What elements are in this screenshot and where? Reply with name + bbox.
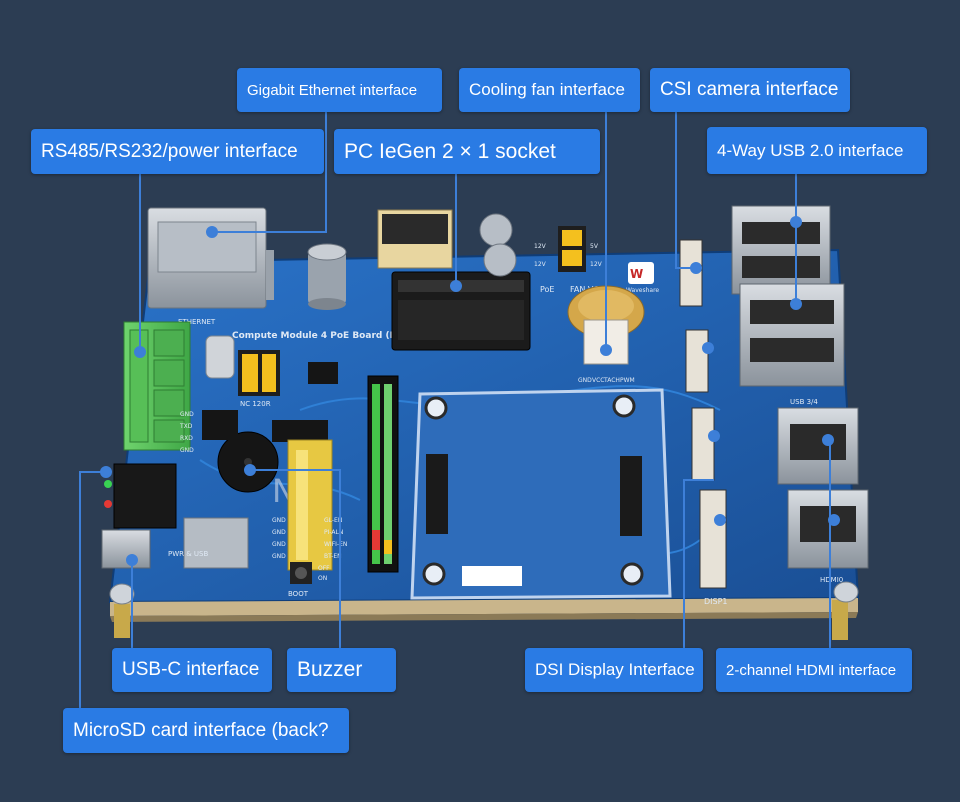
leader-dsi: [683, 479, 714, 648]
pin-gnd-2: GND: [272, 541, 286, 548]
pin-gnd-3: GND: [272, 553, 286, 560]
pwr-v-2: 12V: [534, 261, 547, 268]
pin-r-3: BT-EN: [324, 553, 342, 560]
ethernet-jack: ETHERNET: [147, 207, 274, 326]
usb-ports: USB 3/4: [731, 205, 845, 406]
term-pin-1: RXD: [180, 435, 193, 442]
small-capacitors: [479, 213, 517, 277]
label-buzzer: Buzzer: [287, 648, 396, 692]
pin-gnd-1: GND: [272, 529, 286, 536]
leader-lines: [79, 112, 840, 708]
nc120r-text: NC 120R: [240, 400, 271, 408]
fan-pin-2: TACH: [603, 377, 620, 384]
off-text: OFF: [318, 565, 330, 572]
pwr-usb-text: PWR & USB: [168, 550, 208, 558]
pwr-v-1: 12V: [534, 243, 547, 250]
pcie-socket: [391, 271, 531, 351]
label-usb-c: USB-C interface: [112, 648, 272, 692]
standoffs: [109, 581, 859, 640]
jumper-nc120r: NC 120R: [238, 350, 280, 408]
pin-r-1: PI-ALN: [324, 529, 343, 536]
ethernet-text: ETHERNET: [178, 318, 216, 326]
fan-pin-1: VCC: [592, 377, 604, 384]
fan-pin-3: PWM: [620, 377, 635, 384]
poe-v-2: 12V: [590, 261, 603, 268]
pin-r-0: GL-EN: [324, 517, 342, 524]
poe-text: PoE: [540, 285, 555, 294]
waveshare-logo: W Waveshare: [626, 262, 659, 294]
power-section: PWR & USB: [101, 463, 249, 569]
hdmi0-text: HDMI0: [820, 576, 843, 584]
usb34-text: USB 3/4: [790, 398, 818, 406]
brand-text: Waveshare: [626, 287, 659, 294]
term-pin-3: GND: [180, 411, 194, 418]
term-pin-0: GND: [180, 447, 194, 454]
boot-button: BOOT: [288, 562, 312, 598]
leader-microsd: [79, 471, 106, 708]
label-pcie-socket: PC IeGen 2 × 1 socket: [334, 129, 600, 174]
disp1-text: DISP1: [704, 597, 728, 606]
buzzer-part: [217, 431, 279, 493]
pin-gnd-0: GND: [272, 517, 286, 524]
leader-gigabit: [212, 112, 327, 233]
leader-buzzer: [250, 469, 341, 648]
label-cooling-fan: Cooling fan interface: [459, 68, 640, 112]
label-gigabit-ethernet: Gigabit Ethernet interface: [237, 68, 442, 112]
term-pin-2: TXD: [179, 423, 193, 430]
gpio-header: [367, 375, 399, 573]
fan-pin-0: GND: [578, 377, 592, 384]
poe-v-1: 5V: [590, 243, 599, 250]
capacitor: [307, 243, 347, 310]
pin-r-2: WIFI-EN: [324, 541, 347, 548]
leader-csi: [675, 112, 696, 269]
poe-transformer: [377, 209, 453, 269]
on-text: ON: [318, 575, 327, 582]
label-hdmi-2ch: 2-channel HDMI interface: [716, 648, 912, 692]
label-dsi-display: DSI Display Interface: [525, 648, 703, 692]
flex-connectors: DISP1: [679, 239, 728, 606]
svg-text:W: W: [630, 267, 643, 281]
label-csi-camera: CSI camera interface: [650, 68, 850, 112]
label-rs485: RS485/RS232/power interface: [31, 129, 324, 174]
dip-switch: GND GND GND GND GL-EN PI-ALN WIFI-EN BT-…: [272, 439, 347, 582]
label-usb-4way: 4-Way USB 2.0 interface: [707, 127, 927, 174]
hdmi-ports: HDMI0: [777, 407, 869, 584]
cm4-socket-area: [410, 388, 672, 600]
board-title: Compute Module 4 PoE Board (B): [232, 331, 401, 341]
boot-text: BOOT: [288, 590, 309, 598]
label-microsd: MicroSD card interface (back?: [63, 708, 349, 753]
terminal-block: [123, 321, 191, 451]
